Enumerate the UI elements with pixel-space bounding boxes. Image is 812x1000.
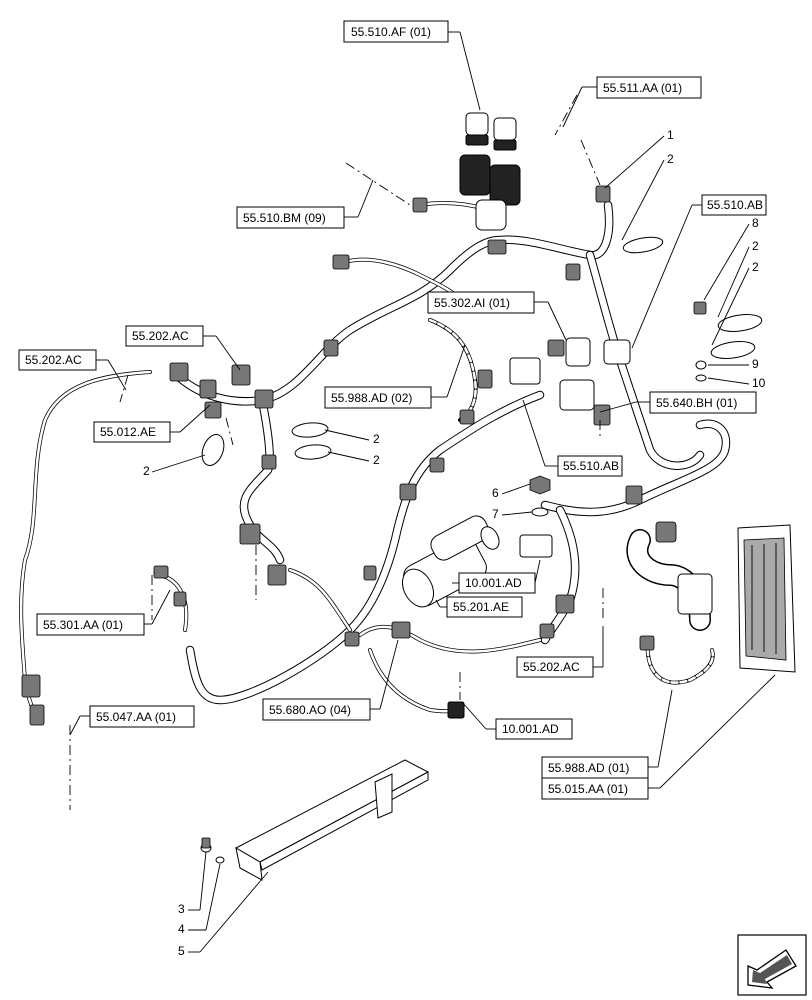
leader-line bbox=[703, 223, 750, 301]
ref-box-55-202-ac-mid[interactable]: 55.202.AC bbox=[125, 325, 204, 347]
item-number[interactable]: 9 bbox=[752, 357, 759, 371]
next-page-arrow-icon[interactable] bbox=[737, 934, 807, 996]
leader-line bbox=[534, 559, 541, 584]
leader-line bbox=[324, 429, 370, 441]
ref-box-55-988-ad-01[interactable]: 55.988.AD (01) bbox=[541, 756, 649, 779]
item-number[interactable]: 2 bbox=[373, 453, 380, 467]
svg-text:55.201.AE: 55.201.AE bbox=[453, 600, 509, 614]
leader-line bbox=[446, 344, 466, 398]
item-number[interactable]: 2 bbox=[143, 464, 150, 478]
leader-line bbox=[501, 511, 533, 516]
ref-box-55-510-af-01[interactable]: 55.510.AF (01) bbox=[343, 20, 449, 43]
ref-box-55-015-aa-01[interactable]: 55.015.AA (01) bbox=[541, 777, 649, 800]
leader-line bbox=[659, 674, 776, 789]
leader-line bbox=[327, 451, 370, 462]
svg-text:55.640.BH (01): 55.640.BH (01) bbox=[656, 396, 737, 410]
svg-text:55.047.AA (01): 55.047.AA (01) bbox=[96, 710, 176, 724]
svg-text:55.510.AB: 55.510.AB bbox=[707, 198, 763, 212]
leader-line bbox=[459, 31, 481, 111]
svg-text:55.510.AB: 55.510.AB bbox=[563, 459, 619, 473]
mounting-bracket bbox=[200, 759, 430, 881]
svg-text:55.510.BM (09): 55.510.BM (09) bbox=[243, 211, 326, 225]
starter-motor bbox=[401, 515, 500, 608]
leader-line bbox=[562, 86, 583, 128]
svg-text:55.988.AD (01): 55.988.AD (01) bbox=[548, 761, 629, 775]
ref-box-55-302-ai-01[interactable]: 55.302.AI (01) bbox=[427, 291, 535, 314]
leader-line bbox=[621, 159, 665, 241]
leader-line bbox=[151, 454, 206, 473]
svg-text:10.001.AD: 10.001.AD bbox=[465, 576, 522, 590]
ref-box-55-202-ac-lower[interactable]: 55.202.AC bbox=[516, 656, 594, 678]
ref-box-55-511-aa-01[interactable]: 55.511.AA (01) bbox=[596, 76, 702, 99]
ref-box-55-988-ad-02[interactable]: 55.988.AD (02) bbox=[324, 386, 432, 409]
item-number[interactable]: 2 bbox=[752, 239, 759, 253]
item-number[interactable]: 8 bbox=[752, 216, 759, 230]
leader-line bbox=[435, 599, 441, 608]
leader-line bbox=[657, 689, 673, 768]
item-number[interactable]: 5 bbox=[178, 944, 185, 958]
leader-line bbox=[199, 871, 269, 953]
leader-line bbox=[199, 851, 207, 911]
svg-text:55.302.AI (01): 55.302.AI (01) bbox=[434, 296, 510, 310]
leader-line bbox=[179, 404, 211, 433]
ref-box-55-640-bh-01[interactable]: 55.640.BH (01) bbox=[649, 391, 757, 414]
leader-line bbox=[205, 863, 221, 931]
ecu-module bbox=[737, 524, 796, 673]
item-number[interactable]: 1 bbox=[667, 128, 674, 142]
ref-box-55-301-aa-01[interactable]: 55.301.AA (01) bbox=[36, 613, 145, 636]
leader-line bbox=[631, 204, 693, 349]
leader-line bbox=[379, 639, 399, 710]
svg-text:55.301.AA (01): 55.301.AA (01) bbox=[43, 618, 123, 632]
ref-box-55-047-aa-01[interactable]: 55.047.AA (01) bbox=[89, 705, 195, 728]
dash-dot-leaders bbox=[69, 94, 604, 810]
ref-box-55-510-bm-09[interactable]: 55.510.BM (09) bbox=[236, 206, 345, 229]
ref-box-10-001-ad-upper[interactable]: 10.001.AD bbox=[458, 572, 536, 594]
ref-box-55-510-ab-top[interactable]: 55.510.AB bbox=[701, 194, 767, 216]
ref-box-10-001-ad-lower[interactable]: 10.001.AD bbox=[495, 718, 573, 740]
svg-text:55.202.AC: 55.202.AC bbox=[132, 329, 189, 343]
svg-text:55.202.AC: 55.202.AC bbox=[523, 660, 580, 674]
item-number[interactable]: 2 bbox=[667, 152, 674, 166]
leader-line bbox=[599, 401, 637, 413]
leader-line bbox=[501, 483, 531, 495]
connector-parts bbox=[21, 112, 796, 881]
ref-box-55-202-ac-left[interactable]: 55.202.AC bbox=[18, 349, 97, 371]
leader-line bbox=[717, 246, 750, 318]
ref-box-55-510-ab-mid[interactable]: 55.510.AB bbox=[557, 455, 623, 477]
item-number[interactable]: 2 bbox=[752, 260, 759, 274]
leader-line bbox=[707, 377, 750, 385]
ref-box-55-680-ao-04[interactable]: 55.680.AO (04) bbox=[262, 698, 371, 721]
item-number[interactable]: 6 bbox=[492, 486, 499, 500]
leader-line bbox=[151, 589, 171, 625]
svg-text:55.202.AC: 55.202.AC bbox=[25, 353, 82, 367]
leader-line bbox=[461, 701, 487, 730]
ref-box-55-012-ae[interactable]: 55.012.AE bbox=[93, 421, 171, 443]
item-number[interactable]: 10 bbox=[752, 376, 766, 390]
leader-line bbox=[357, 179, 374, 218]
ref-box-55-201-ae[interactable]: 55.201.AE bbox=[446, 596, 523, 618]
svg-text:55.015.AA (01): 55.015.AA (01) bbox=[548, 782, 628, 796]
item-number[interactable]: 3 bbox=[178, 902, 185, 916]
leader-line bbox=[547, 301, 567, 341]
svg-text:55.511.AA (01): 55.511.AA (01) bbox=[603, 81, 682, 95]
leader-line bbox=[522, 399, 546, 467]
leader-line bbox=[215, 335, 241, 371]
item-number[interactable]: 4 bbox=[178, 922, 185, 936]
leader-line bbox=[107, 359, 127, 391]
leader-line bbox=[69, 715, 81, 736]
item-number[interactable]: 7 bbox=[492, 507, 499, 521]
svg-text:10.001.AD: 10.001.AD bbox=[502, 722, 559, 736]
svg-text:55.988.AD (02): 55.988.AD (02) bbox=[331, 391, 412, 405]
leader-line bbox=[604, 135, 665, 189]
svg-text:55.510.AF (01): 55.510.AF (01) bbox=[351, 25, 431, 39]
svg-text:55.012.AE: 55.012.AE bbox=[100, 425, 156, 439]
item-number[interactable]: 2 bbox=[373, 432, 380, 446]
svg-text:55.680.AO (04): 55.680.AO (04) bbox=[269, 703, 351, 717]
leader-line bbox=[711, 267, 750, 346]
